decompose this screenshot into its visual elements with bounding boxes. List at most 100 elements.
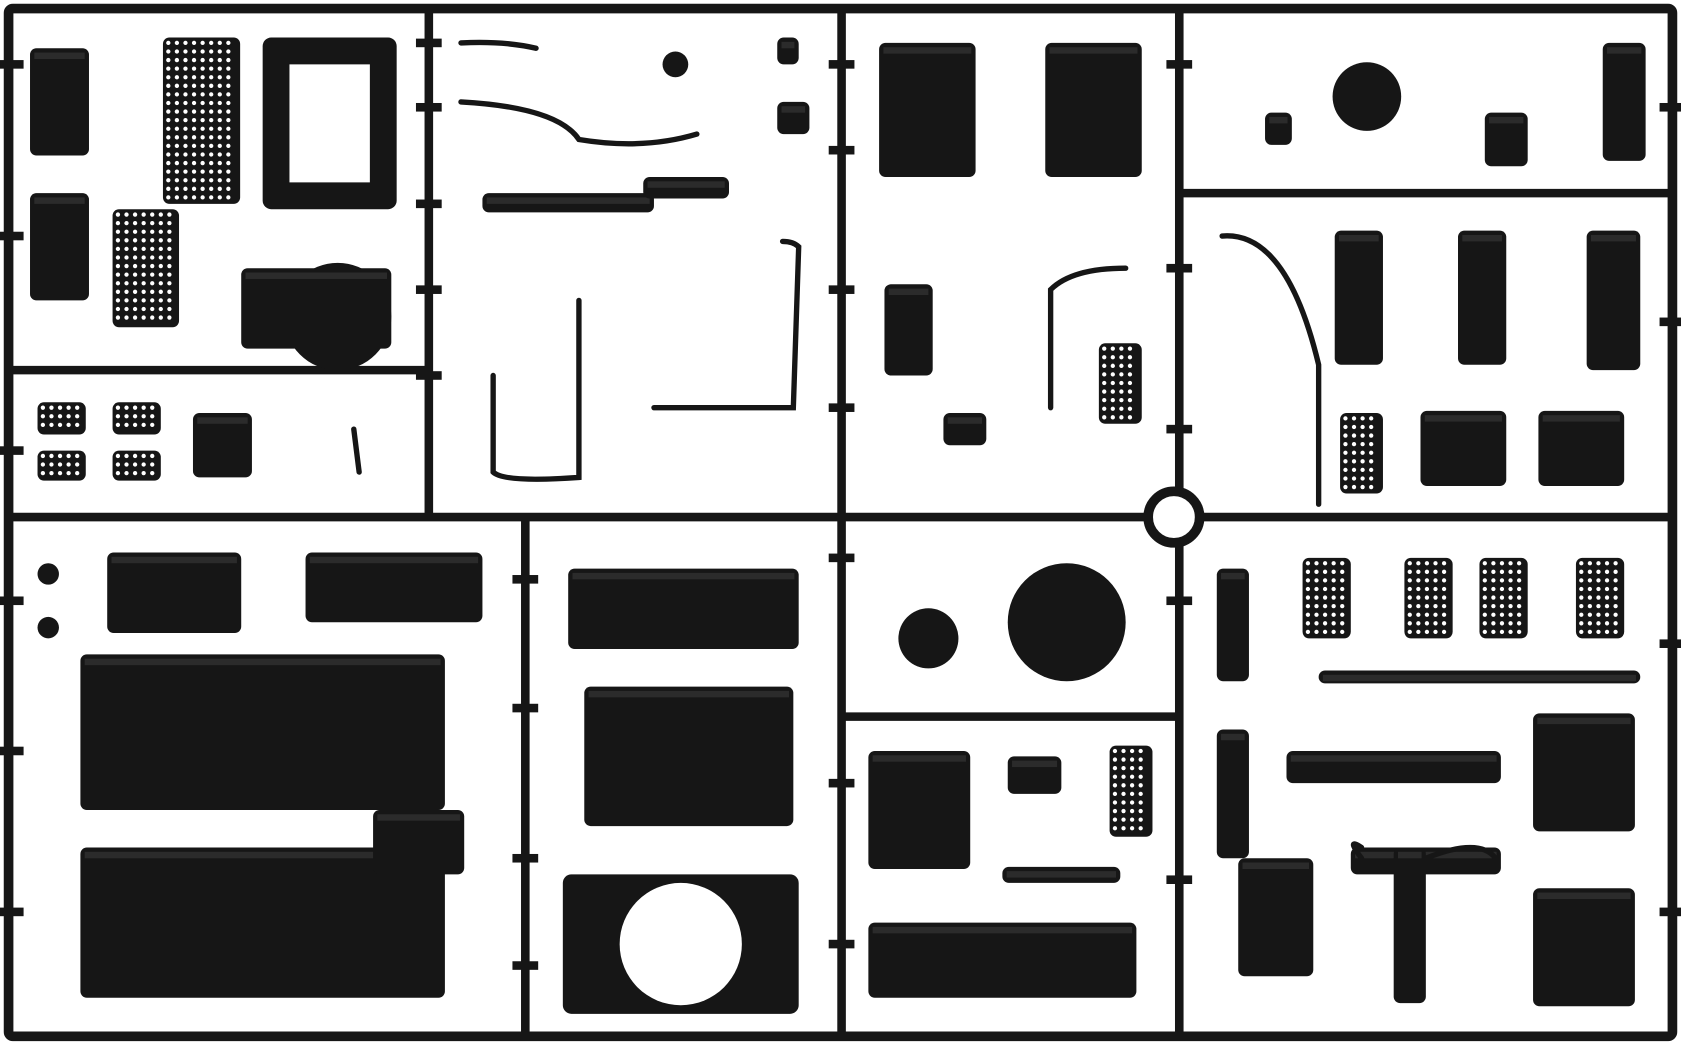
mesh-hole <box>1110 406 1115 411</box>
mesh-hole <box>141 221 146 226</box>
mesh-hole <box>1433 569 1438 574</box>
mesh-hole <box>158 315 163 320</box>
mesh-hole <box>183 40 188 46</box>
part-highlight <box>872 926 1133 934</box>
mesh-hole <box>66 414 71 419</box>
mesh-hole <box>191 57 197 63</box>
mesh-hole <box>217 109 222 114</box>
mesh-hole <box>115 289 121 294</box>
mesh-hole <box>1121 748 1126 754</box>
sprue-gate <box>1659 317 1681 327</box>
mesh-hole <box>1331 569 1336 574</box>
part-highlight <box>1049 47 1138 54</box>
mesh-hole <box>1331 621 1336 626</box>
bracket-part <box>373 809 465 875</box>
part-highlight <box>781 41 795 49</box>
mesh-hole <box>1613 603 1618 609</box>
mesh-hole <box>1102 363 1107 368</box>
mesh-hole <box>183 109 188 114</box>
sprue-gate <box>1659 639 1681 648</box>
mesh-hole <box>1407 612 1412 617</box>
mesh-hole <box>1491 578 1496 583</box>
mesh-hole <box>124 221 129 226</box>
mesh-hole <box>1138 826 1143 831</box>
mesh-hole <box>1119 398 1124 403</box>
part-highlight <box>1012 760 1058 768</box>
mount-part <box>1393 847 1426 1004</box>
mesh-hole <box>174 66 180 71</box>
mesh-hole <box>174 118 180 123</box>
mesh-hole <box>124 238 129 243</box>
mesh-hole <box>1604 586 1610 592</box>
step-part <box>37 402 86 435</box>
mesh-hole <box>115 306 121 312</box>
mesh-hole <box>226 57 231 63</box>
mesh-hole <box>49 462 54 467</box>
mesh-hole <box>158 298 163 303</box>
mesh-hole <box>174 186 180 191</box>
mesh-hole <box>200 49 205 54</box>
mesh-hole <box>200 109 205 114</box>
fuel-tank-part <box>568 568 799 650</box>
mesh-hole <box>183 152 188 157</box>
mesh-hole <box>191 135 197 140</box>
mesh-hole <box>1340 586 1345 592</box>
mesh-hole <box>115 462 121 467</box>
mesh-hole <box>1491 569 1496 574</box>
mesh-hole <box>1407 595 1412 600</box>
sprue-parts <box>30 37 1646 1014</box>
mesh-hole <box>166 66 171 71</box>
sprue-gate <box>828 60 855 69</box>
mesh-hole <box>1613 569 1618 574</box>
mesh-hole <box>1416 595 1421 600</box>
mesh-hole <box>1604 595 1610 600</box>
mesh-hole <box>1138 808 1143 814</box>
mesh-hole <box>200 143 205 149</box>
part-highlight <box>1607 47 1642 54</box>
mesh-hole <box>217 178 222 183</box>
mesh-hole <box>166 109 171 114</box>
mesh-hole <box>1360 416 1365 421</box>
part-highlight <box>309 556 479 564</box>
mesh-hole <box>183 135 188 140</box>
step-part <box>112 402 161 435</box>
o <box>1332 62 1402 131</box>
mesh-hole <box>1360 467 1365 473</box>
mesh-hole <box>183 126 188 131</box>
mesh-hole <box>183 92 188 97</box>
mesh-hole <box>1369 424 1374 430</box>
mesh-hole <box>115 212 121 217</box>
mesh-hole <box>1424 621 1430 626</box>
mesh-hole <box>1110 380 1115 386</box>
mesh-hole <box>174 152 180 157</box>
mesh-hole <box>141 272 146 277</box>
mesh-hole <box>115 255 121 260</box>
mesh-hole <box>191 40 197 46</box>
mesh-hole <box>124 414 129 419</box>
mesh-hole <box>150 306 155 312</box>
mesh-hole <box>124 263 129 269</box>
mesh-hole <box>1129 757 1135 762</box>
mesh-hole <box>191 92 197 97</box>
mesh-hole <box>217 75 222 80</box>
mesh-hole <box>1351 433 1357 438</box>
mesh-hole <box>1343 484 1348 490</box>
radiator-part <box>584 686 794 827</box>
mesh-hole <box>75 405 80 410</box>
mesh-hole <box>124 212 129 217</box>
mesh-hole <box>150 453 155 459</box>
mesh-hole <box>158 289 163 294</box>
part-highlight <box>647 181 725 188</box>
mesh-hole <box>1351 450 1357 455</box>
mesh-hole <box>158 272 163 277</box>
o <box>37 563 59 585</box>
mesh-hole <box>66 453 71 459</box>
mesh-hole <box>226 178 231 183</box>
mesh-hole <box>1604 603 1610 609</box>
mesh-hole <box>183 118 188 123</box>
mesh-hole <box>183 169 188 174</box>
mesh-hole <box>1613 578 1618 583</box>
mesh-hole <box>191 126 197 131</box>
panel-part <box>30 48 89 156</box>
mesh-hole <box>217 152 222 157</box>
